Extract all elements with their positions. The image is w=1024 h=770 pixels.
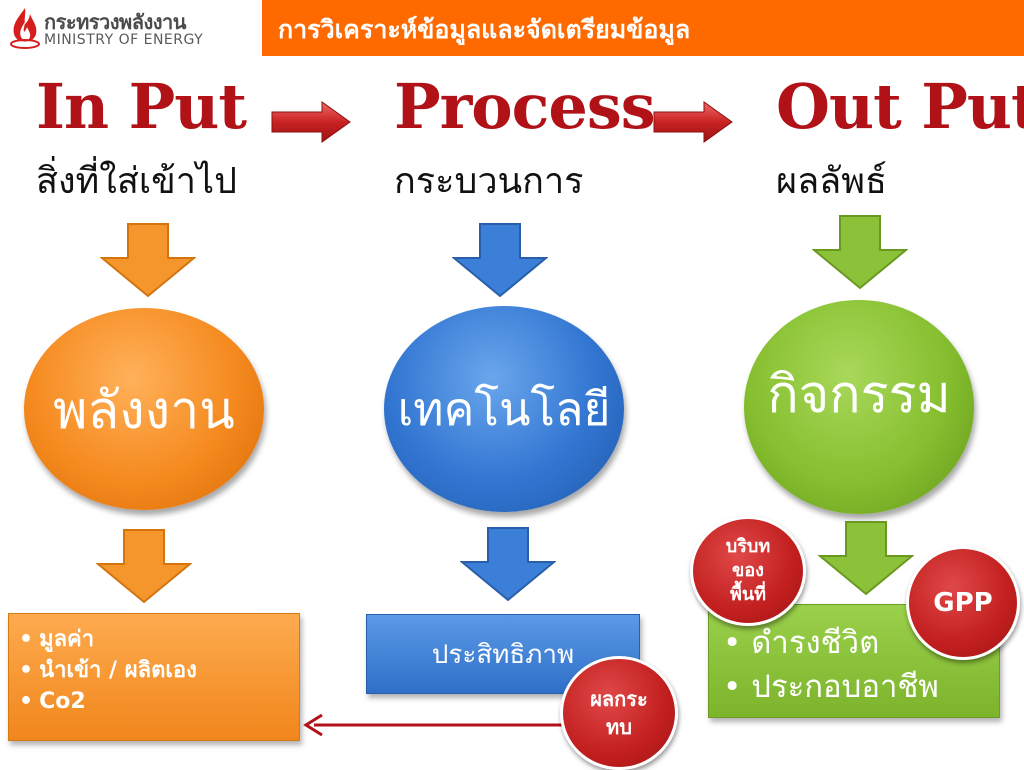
- page-title: การวิเคราะห์ข้อมูลและจัดเตรียมข้อมูล: [278, 15, 691, 44]
- activity-ellipse: กิจกรรม: [744, 300, 974, 514]
- output-details-list: ดำรงชีวิต ประกอบอาชีพ: [709, 605, 999, 709]
- input-title: In Put: [36, 70, 247, 143]
- output-subtitle: ผลลัพธ์: [776, 161, 887, 202]
- badge-line: ทบ: [606, 715, 632, 739]
- output-title: Out Put: [776, 70, 1024, 143]
- badge-line: บริบท: [725, 536, 771, 557]
- right-arrow-icon: [271, 101, 351, 143]
- list-item: Co2: [19, 686, 299, 717]
- badge-line: พื้นที่: [729, 584, 767, 605]
- down-arrow-icon: [818, 521, 914, 596]
- input-details-box: มูลค่า นำเข้า / ผลิตเอง Co2: [8, 613, 300, 741]
- ministry-flame-logo-icon: [10, 8, 40, 49]
- input-subtitle: สิ่งที่ใส่เข้าไป: [36, 161, 237, 202]
- list-item: นำเข้า / ผลิตเอง: [19, 655, 299, 686]
- list-item: ประกอบอาชีพ: [723, 665, 999, 709]
- logo-thai-text: กระทรวงพลังงาน: [44, 10, 186, 34]
- header-bar: [262, 0, 1024, 56]
- down-arrow-icon: [812, 215, 908, 290]
- logo-area: [0, 0, 262, 56]
- list-item: ดำรงชีวิต: [723, 621, 999, 665]
- input-details-list: มูลค่า นำเข้า / ผลิตเอง Co2: [9, 614, 299, 717]
- badge-line: ของ: [732, 560, 764, 581]
- output-details-box: ดำรงชีวิต ประกอบอาชีพ: [708, 604, 1000, 718]
- technology-ellipse: เทคโนโลยี: [384, 306, 624, 512]
- process-subtitle: กระบวนการ: [394, 161, 584, 202]
- down-arrow-icon: [460, 527, 556, 602]
- area-context-badge: บริบท ของ พื้นที่: [690, 516, 806, 626]
- down-arrow-icon: [96, 529, 192, 604]
- left-arrow-icon: [303, 713, 562, 737]
- down-arrow-icon: [100, 223, 196, 298]
- down-arrow-icon: [452, 223, 548, 298]
- energy-ellipse: พลังงาน: [24, 308, 264, 510]
- badge-line: ผลกระ: [590, 687, 648, 711]
- list-item: มูลค่า: [19, 624, 299, 655]
- impact-badge: ผลกระ ทบ: [560, 656, 678, 770]
- process-title: Process: [394, 70, 656, 143]
- gpp-badge: GPP: [906, 546, 1020, 660]
- right-arrow-icon: [653, 101, 733, 143]
- logo-english-text: MINISTRY OF ENERGY: [44, 32, 204, 48]
